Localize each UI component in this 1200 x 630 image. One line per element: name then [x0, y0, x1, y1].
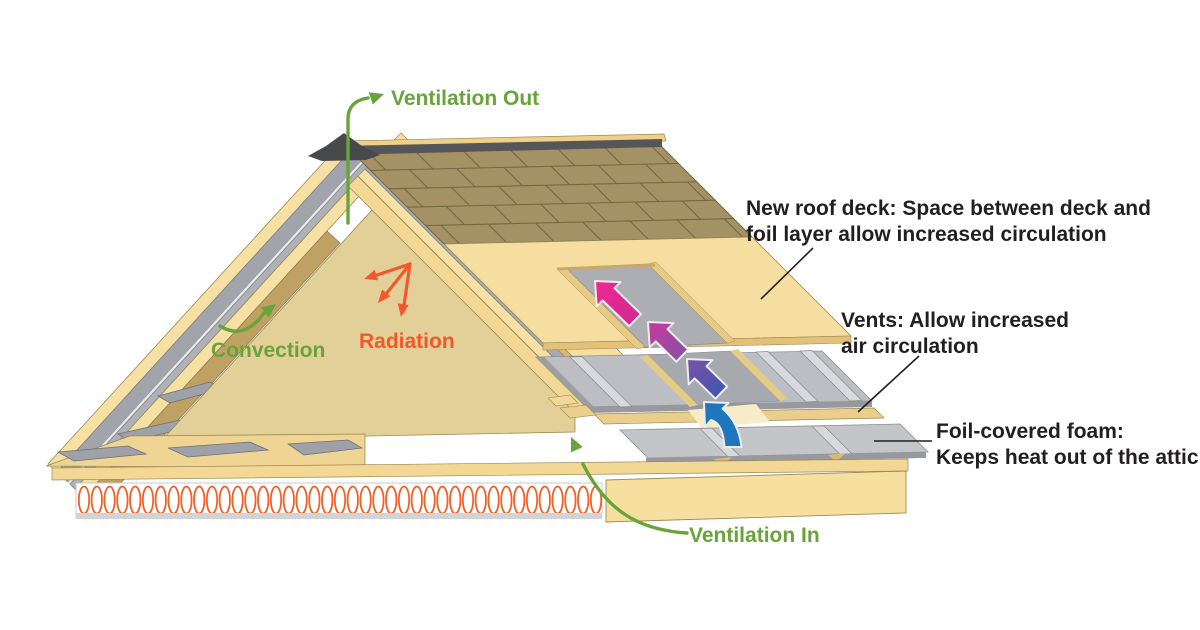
vents-label-line1: Vents: Allow increased [841, 309, 1069, 332]
leader-lines [760, 247, 932, 442]
text-labels: Ventilation Out Convection Radiation Ven… [211, 87, 1199, 547]
annotation-arrowheads [260, 92, 583, 453]
foam-label-line1: Foil-covered foam: [936, 420, 1124, 443]
foam-label-line2: Keeps heat out of the attic [936, 446, 1199, 469]
convection-arrow [218, 311, 266, 333]
new-roof-deck-label-line2: foil layer allow increased circulation [746, 223, 1107, 246]
new-roof-deck [443, 236, 852, 351]
batten-rail [569, 356, 633, 408]
floor-vent-slot [167, 441, 270, 458]
foil-layer [535, 349, 873, 413]
floor-vent-slot [56, 445, 148, 462]
annotation-arrows [218, 92, 689, 535]
ventilation-in-arrow [581, 462, 689, 535]
ridge-cap [308, 133, 667, 161]
leader-new-roof-deck [760, 247, 814, 300]
floor-vent-slot [286, 439, 364, 456]
batten-rail [799, 350, 863, 402]
ventilation-in-label: Ventilation In [689, 524, 820, 547]
wall-top-beam [605, 470, 907, 523]
airflow-arrow-blue [703, 401, 743, 448]
vent-gap [828, 453, 846, 462]
ventilation-out-label: Ventilation Out [391, 87, 539, 110]
airflow-arrows [594, 280, 743, 448]
radiation-label: Radiation [359, 330, 455, 353]
ceiling-and-beams [51, 458, 909, 523]
new-roof-deck-label-line1: New roof deck: Space between deck and [746, 197, 1151, 220]
attic-floor [45, 433, 366, 469]
convection-label: Convection [211, 339, 325, 362]
airflow-arrow [647, 321, 690, 363]
radiation-arrows [369, 262, 412, 314]
airflow-arrow [594, 280, 642, 328]
ventilation-out-arrow [346, 96, 370, 225]
batten-rail [755, 351, 819, 403]
airflow-arrow [686, 358, 729, 400]
leader-vents [857, 355, 920, 413]
vents-label-line2: air circulation [841, 335, 979, 358]
